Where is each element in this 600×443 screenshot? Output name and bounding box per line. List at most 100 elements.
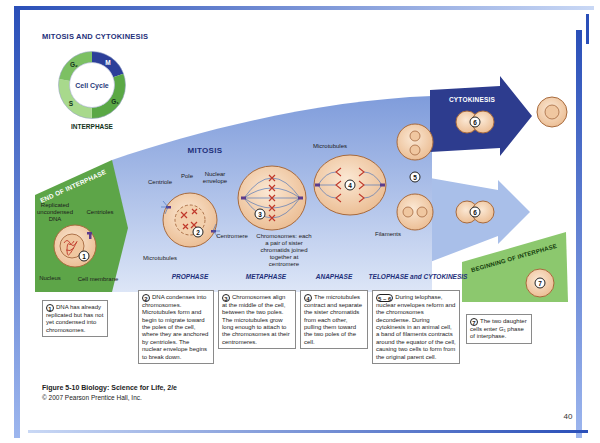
step-number: 3 — [222, 294, 230, 302]
part-label: Microtubules — [313, 143, 347, 150]
label-anchor: Microtubules — [143, 255, 177, 262]
label-anchor: Chromosomes: each a pair of sister chrom… — [254, 233, 314, 267]
anaphase-cell — [314, 155, 386, 215]
part-label: Cell membrane — [78, 276, 119, 283]
telophase-cell — [397, 194, 433, 230]
part-label: Centromere — [216, 233, 248, 240]
caption-box: 5 – 6During telophase, nuclear envelopes… — [372, 290, 460, 364]
phase-label: G₂ — [70, 60, 78, 67]
slide-frame — [28, 430, 588, 433]
step-number: 7 — [470, 318, 478, 326]
label-anchor: METAPHASE — [246, 273, 286, 280]
label-anchor: 7 — [535, 278, 546, 289]
prophase-cell — [163, 193, 217, 247]
metaphase-cell — [269, 175, 275, 221]
anaphase-cell — [314, 155, 386, 215]
telophase-cell — [403, 207, 413, 217]
phase-band — [112, 96, 432, 292]
label-anchor: Cell Cycle — [75, 82, 108, 89]
stage-label: PROPHASE — [172, 273, 208, 280]
part-label: Filaments — [375, 231, 401, 238]
caption-box: 7The two daughter cells enter G₁ phase o… — [466, 314, 532, 344]
label-anchor: M — [105, 59, 110, 66]
figure-title: MITOSIS AND CYTOKINESIS — [42, 32, 148, 41]
part-label: Nuclear envelope — [201, 171, 229, 185]
daughter-cell — [526, 97, 567, 297]
telophase-cell — [417, 207, 427, 217]
slide-frame — [586, 14, 589, 44]
caption-box: 3Chromosomes align at the middle of the … — [218, 290, 296, 349]
label-anchor: Filaments — [375, 231, 401, 238]
label-anchor: 3 — [255, 209, 266, 220]
part-label: Pole — [181, 173, 193, 180]
step-number: 5 – 6 — [376, 294, 393, 302]
cell-cycle-ring — [70, 63, 115, 108]
label-anchor: Centriole — [148, 179, 172, 186]
step-text: DNA condenses into chromosomes. Microtub… — [142, 294, 208, 359]
telophase-cell — [410, 145, 420, 155]
prophase-cell — [161, 193, 220, 247]
label-anchor: 2 — [193, 227, 204, 238]
prophase-cell — [161, 201, 220, 237]
step-text: During telophase, nuclear envelopes refo… — [376, 294, 456, 359]
phase-band — [35, 160, 128, 292]
label-anchor: G₁ — [111, 98, 119, 105]
label-anchor: 6 — [470, 207, 481, 218]
telophase-cell — [397, 124, 433, 230]
callout-number: 5 — [410, 172, 421, 183]
anaphase-cell — [315, 184, 320, 187]
step-text: The microtubules contract and separate t… — [304, 294, 362, 344]
phase-label: S — [69, 100, 73, 107]
metaphase-cell — [298, 197, 303, 200]
label-anchor: S — [69, 100, 73, 107]
phase-band — [430, 76, 532, 156]
stage-label: MITOSIS — [188, 146, 223, 155]
interphase-cell — [54, 225, 96, 267]
label-anchor: Nuclear envelope — [201, 171, 229, 185]
cell-cycle-ring — [59, 52, 126, 119]
interphase-cell — [64, 241, 77, 256]
phase-band — [462, 232, 568, 302]
callout-number: 2 — [193, 227, 204, 238]
cell-cycle-ring — [64, 57, 120, 113]
slide-frame — [576, 30, 582, 438]
caption-box: 1DNA has already replicated but has not … — [42, 300, 108, 337]
part-label: Centriole — [148, 179, 172, 186]
label-anchor: Centromere — [216, 233, 248, 240]
label-anchor: MITOSIS — [188, 146, 223, 155]
label-anchor: ANAPHASE — [316, 273, 352, 280]
interphase-cell — [54, 225, 96, 267]
label-anchor: PROPHASE — [172, 273, 208, 280]
step-text: Chromosomes align at the middle of the c… — [222, 294, 290, 344]
label-anchor: 1 — [79, 251, 90, 262]
label-anchor: 5 — [410, 172, 421, 183]
label-anchor: 4 — [345, 180, 356, 191]
label-anchor: CYTOKINESIS — [449, 96, 495, 103]
phase-label: M — [105, 59, 110, 66]
step-text: The two daughter cells enter G₁ phase of… — [470, 318, 527, 339]
step-number: 2 — [142, 294, 150, 302]
slide-frame — [14, 6, 20, 438]
daughter-cell — [545, 105, 559, 119]
stage-label: END OF INTERPHASE — [39, 168, 107, 204]
slide-frame — [14, 6, 594, 438]
label-anchor: INTERPHASE — [71, 123, 113, 130]
step-number: 1 — [46, 304, 54, 312]
stage-label: BEGINNING OF INTERPHASE — [470, 243, 557, 273]
cell-cycle-ring — [64, 57, 120, 113]
anaphase-cell — [380, 184, 385, 187]
prophase-cell — [181, 209, 197, 229]
metaphase-cell — [241, 197, 246, 200]
stage-label: CYTOKINESIS — [449, 96, 495, 103]
label-anchor: END OF INTERPHASE — [39, 168, 107, 204]
phase-label: G₁ — [111, 98, 119, 105]
stage-label: ANAPHASE — [316, 273, 352, 280]
label-anchor: 6 — [470, 117, 481, 128]
anaphase-cell — [336, 168, 364, 202]
telophase-cell — [410, 131, 420, 141]
callout-number: 1 — [79, 251, 90, 262]
callout-number: 4 — [345, 180, 356, 191]
callout-number: 7 — [535, 278, 546, 289]
